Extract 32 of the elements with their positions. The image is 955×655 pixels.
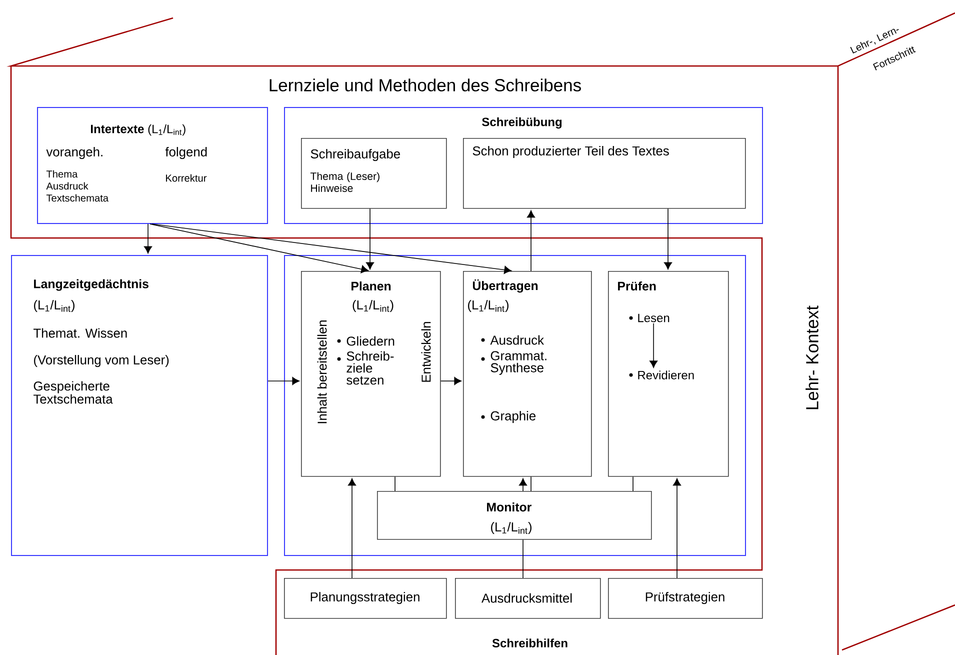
connector-line (530, 476, 532, 492)
list-item: Lesen (629, 314, 670, 322)
arrow (348, 478, 356, 578)
strategy-box: Ausdrucksmittel (455, 578, 601, 619)
arrow (268, 376, 300, 386)
arrow (527, 210, 536, 272)
group-title: Schreibhilfen (492, 638, 568, 648)
process-box: Planen (L$_{1}$/L$_{int}$) Inhalt bereitstellen Gliedern Schreib- ziele setzen Entwickeln (301, 271, 441, 477)
strategy-box: Planungsstrategien (284, 578, 447, 619)
arrow (664, 208, 672, 270)
arrow (519, 478, 528, 492)
arrow (673, 478, 682, 578)
memory-box: Intertexte (L$_{1}$/L$_{int}$) vorangeh. folgend Thema Ausdruck Textschemata Korrektur (37, 107, 268, 224)
strategy-box: Prüfstrategien (608, 578, 763, 619)
connector-line (394, 476, 396, 492)
task-box: Schreibaufgabe Thema (Leser) Hinweise (301, 138, 447, 209)
arrow (440, 376, 462, 386)
text-box: Schon produzierter Teil des Textes (463, 138, 746, 209)
arrow (150, 224, 369, 274)
connector-line (522, 539, 524, 578)
process-box: Übertragen (L$_{1}$/L$_{int}$) Ausdruck Grammat. Synthese Graphie (463, 271, 592, 477)
frame-title: Lernziele und Methoden des Schreibens (270, 78, 581, 92)
memory-box: Langzeitgedächtnis (L$_{1}$/L$_{int}$) Themat. Wissen (Vorstellung vom Leser) Gespeicherte Textschemata (11, 255, 268, 556)
node-label: Lesen (638, 314, 670, 322)
monitor-box: Monitor (L$_{1}$/L$_{int}$) (377, 491, 652, 540)
list-item: Revidieren (629, 370, 694, 380)
arrow (152, 224, 512, 274)
arrow (650, 322, 658, 368)
connector-line (632, 476, 634, 492)
arrow (144, 224, 152, 254)
arrow (366, 208, 374, 270)
side-label: Lehr- Kontext (806, 306, 818, 410)
